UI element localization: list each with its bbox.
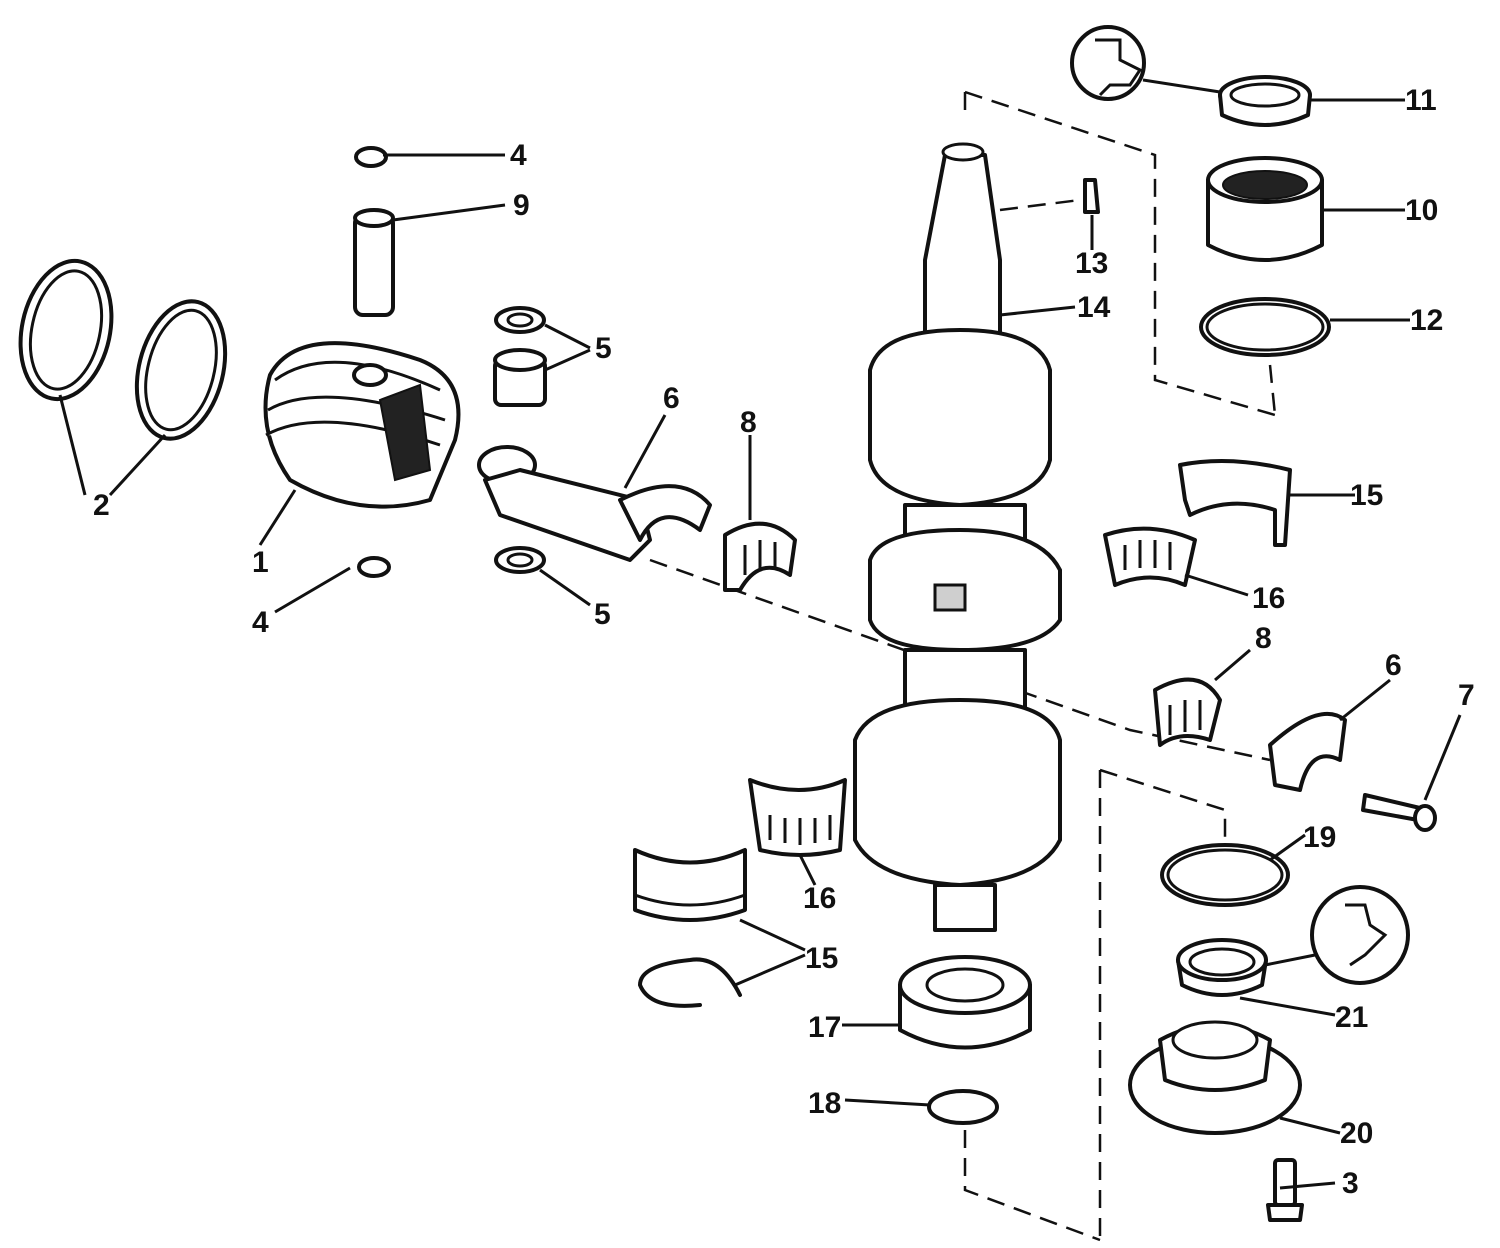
lower-retaining-ring [927, 1089, 999, 1125]
callout-2: 2 [93, 489, 110, 522]
callout-5-upper: 5 [595, 332, 612, 365]
callout-17: 17 [808, 1011, 841, 1044]
ball-bearing [898, 955, 1032, 1050]
retaining-rings [354, 146, 391, 578]
callout-6-rod: 6 [663, 382, 680, 415]
housing-bolt [1266, 1158, 1304, 1222]
connecting-rod [477, 445, 712, 562]
upper-bearing [1206, 156, 1324, 262]
callout-16-lower: 16 [803, 882, 836, 915]
lower-o-ring [1160, 843, 1290, 907]
rod-cap-bolt [1361, 793, 1437, 832]
callout-15-lower: 15 [805, 942, 838, 975]
callout-7: 7 [1458, 679, 1475, 712]
callout-11: 11 [1405, 84, 1437, 117]
woodruff-key [1083, 178, 1100, 214]
main-bearing-retainer-ring [638, 957, 742, 1008]
piston-rings [18, 258, 228, 441]
main-bearing-half-upper [1178, 459, 1292, 547]
callout-9: 9 [513, 189, 530, 222]
rod-cap [1268, 711, 1347, 792]
callout-8-lower: 8 [1255, 622, 1272, 655]
roller-cage-upper [1103, 526, 1197, 587]
lower-seal [1176, 938, 1268, 997]
callout-19: 19 [1303, 821, 1336, 854]
upper-o-ring [1199, 297, 1331, 357]
callout-21: 21 [1335, 1001, 1368, 1034]
callout-labels: 1 2 3 4 4 5 5 6 6 7 8 8 9 10 11 12 13 14… [93, 84, 1475, 1200]
callout-3: 3 [1342, 1167, 1359, 1200]
callout-18: 18 [808, 1087, 841, 1120]
callout-10: 10 [1405, 194, 1438, 227]
small-end-bearing-set [493, 306, 547, 574]
main-bearing-half-lower [633, 848, 747, 922]
roller-cage-lower [748, 778, 847, 857]
callout-16-upper: 16 [1252, 582, 1285, 615]
needle-bearing-cage-lower [1153, 677, 1222, 747]
callout-1: 1 [252, 546, 269, 579]
callout-20: 20 [1340, 1117, 1373, 1150]
callout-13: 13 [1075, 247, 1108, 280]
callout-6-cap: 6 [1385, 649, 1402, 682]
wrist-pin [353, 208, 395, 317]
upper-seal [1218, 75, 1312, 127]
needle-bearing-cage-upper [723, 521, 797, 592]
callout-5-lower: 5 [594, 598, 611, 631]
callout-15-upper: 15 [1350, 479, 1383, 512]
callout-8-upper: 8 [740, 406, 757, 439]
assembly-guide-lines [649, 90, 1277, 1242]
piston [263, 341, 461, 509]
seal-detail-upper [1070, 25, 1221, 101]
callout-4-lower: 4 [252, 606, 269, 639]
callout-14: 14 [1077, 291, 1111, 324]
callout-4-upper: 4 [510, 139, 527, 172]
crankshaft [853, 142, 1062, 932]
callout-12: 12 [1410, 304, 1443, 337]
bearing-housing [1128, 1020, 1302, 1135]
seal-detail-lower [1264, 885, 1410, 985]
callout-leaders [58, 98, 1462, 1190]
